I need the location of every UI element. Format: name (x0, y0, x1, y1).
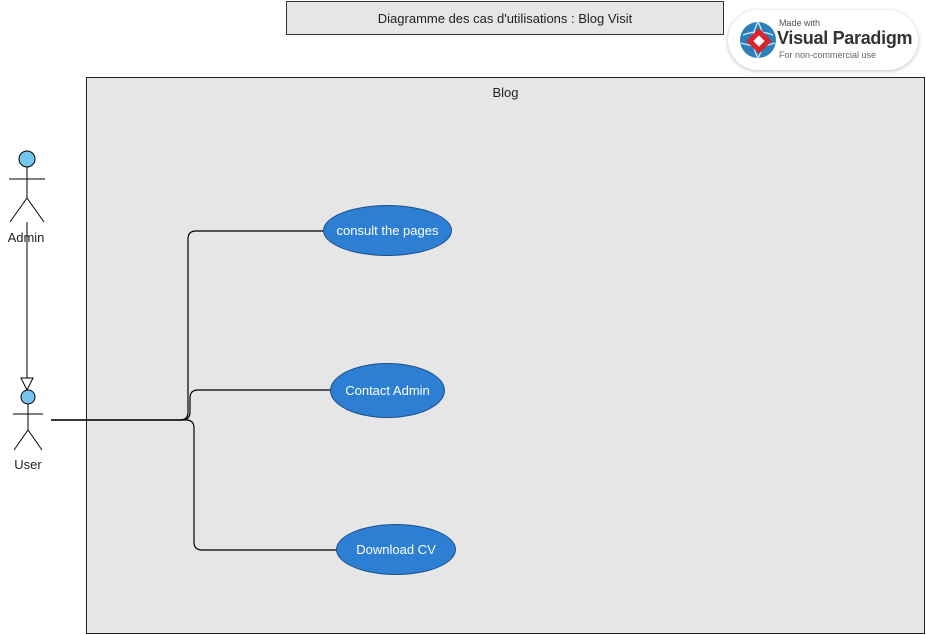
actor-admin[interactable]: Admin (0, 146, 56, 246)
visual-paradigm-logo-icon (740, 21, 776, 59)
diagram-title: Diagramme des cas d'utilisations : Blog … (286, 1, 724, 35)
watermark-brand: Visual Paradigm (777, 28, 913, 48)
admin-stick-figure-icon (9, 150, 45, 223)
user-stick-figure-icon (13, 389, 43, 451)
system-boundary-label: Blog (492, 85, 519, 100)
visual-paradigm-watermark: Made with Visual Paradigm For non-commer… (728, 10, 918, 70)
actor-user[interactable]: User (0, 388, 56, 478)
actor-admin-label: Admin (7, 230, 45, 245)
use-case-download-cv[interactable]: Download CV (336, 524, 456, 575)
actor-user-label: User (14, 457, 42, 472)
system-boundary-blog[interactable]: Blog (86, 77, 925, 634)
watermark-made-with: Made with (779, 18, 821, 28)
use-case-consult-the-pages[interactable]: consult the pages (323, 205, 452, 256)
use-case-contact-admin[interactable]: Contact Admin (330, 363, 445, 418)
watermark-usage-note: For non-commercial use (779, 50, 877, 60)
